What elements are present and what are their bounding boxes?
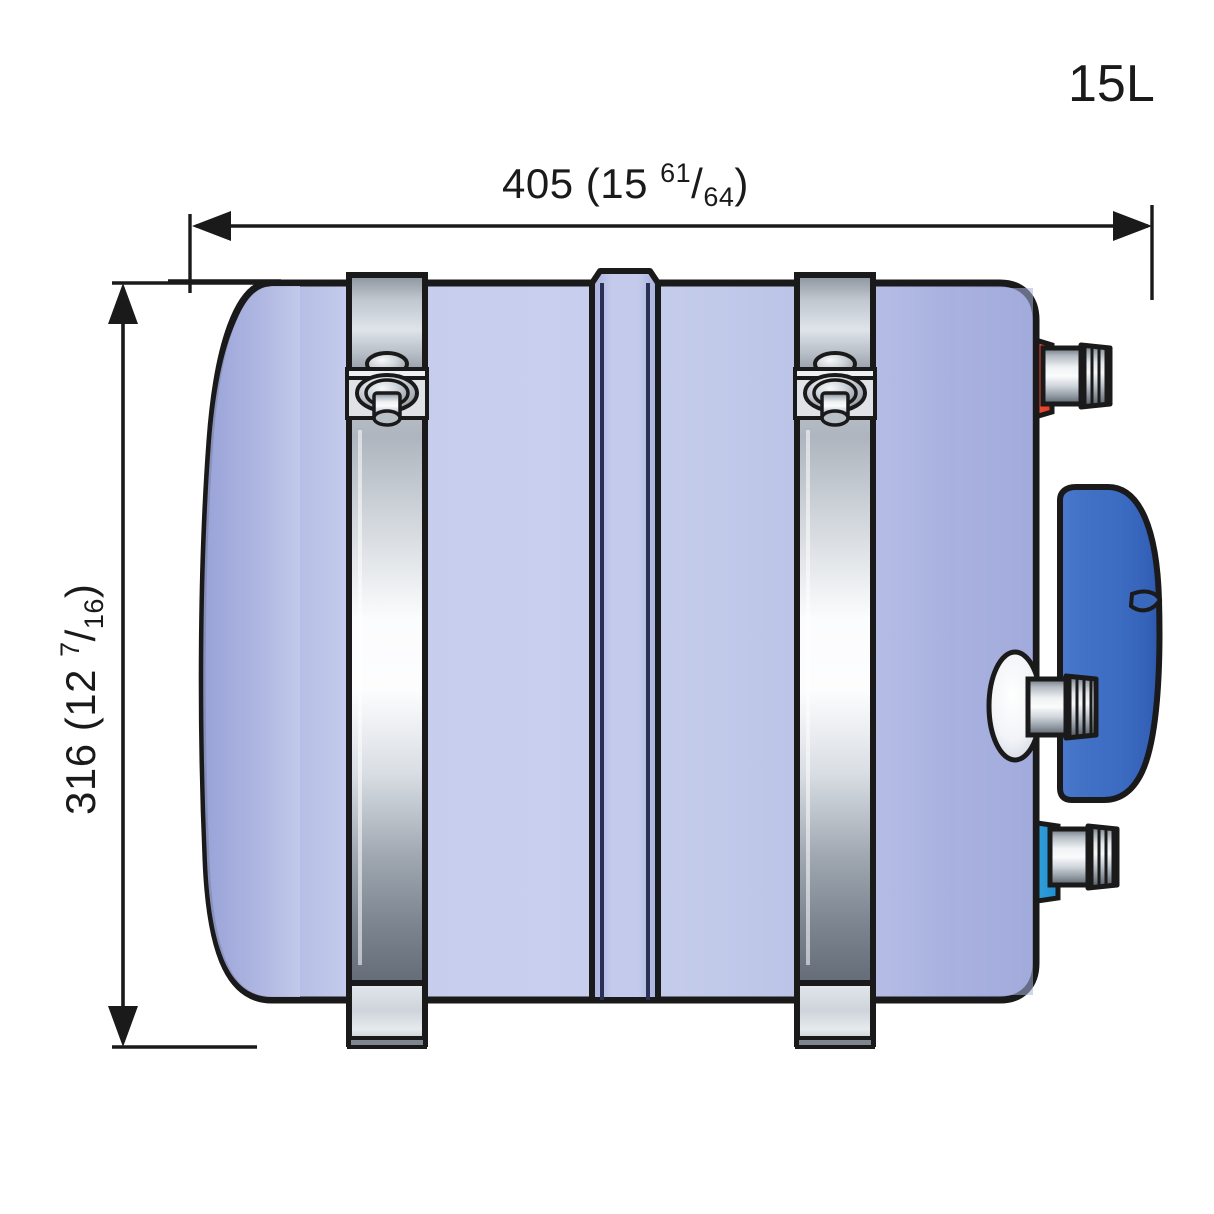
tank-left-shading	[203, 286, 300, 997]
bracket-right-bolt-end	[820, 409, 850, 427]
width-suffix: )	[734, 160, 749, 207]
dimension-annotations: 405 (15 61/64) 316 (12 7/16)	[55, 158, 1154, 1049]
capacity-label: 15L	[1068, 55, 1155, 113]
width-arrow-left	[192, 211, 231, 241]
hot-outlet-thread-lines	[1083, 347, 1108, 406]
bracket-left-foot	[346, 974, 428, 1047]
width-arrow-right	[1113, 211, 1152, 241]
hot-outlet-nipple-shank	[1040, 345, 1086, 407]
bracket-right-foot	[794, 974, 876, 1047]
mid-port-thread-lines	[1068, 678, 1093, 737]
fitting-hot-outlet	[1040, 342, 1113, 410]
height-arrow-bottom	[108, 1006, 138, 1047]
bracket-left-bolt-end	[372, 409, 402, 427]
cold-inlet-nipple-shank	[1047, 826, 1093, 888]
width-frac-numerator: 61	[660, 158, 691, 188]
height-frac-slash: /	[57, 629, 104, 641]
bracket-left-foot-base	[347, 1036, 427, 1049]
height-frac-denominator: 16	[79, 598, 109, 629]
height-suffix: )	[57, 584, 104, 599]
width-prefix: 405 (15	[502, 160, 660, 207]
end-cap	[1057, 484, 1163, 803]
height-prefix: 316 (12	[57, 657, 104, 815]
bracket-right-foot-base	[795, 1036, 875, 1049]
tank-right-shading	[955, 288, 1033, 995]
cold-inlet-thread-lines	[1090, 828, 1115, 887]
water-heater-assembly	[198, 268, 1163, 1049]
fitting-cold-inlet	[1047, 823, 1120, 891]
mid-port-nipple-shank	[1025, 676, 1071, 738]
height-frac-numerator: 7	[55, 641, 85, 657]
width-frac-denominator: 64	[703, 182, 734, 212]
width-frac-slash: /	[691, 160, 703, 207]
mounting-bracket-right	[793, 272, 877, 1049]
fitting-mid-port	[986, 649, 1099, 763]
width-dimension-label: 405 (15 61/64)	[502, 158, 749, 212]
mid-port-nipple-thread	[1063, 673, 1099, 741]
center-seam-band	[589, 268, 661, 1003]
end-cap-notch	[1128, 589, 1163, 613]
mounting-bracket-left	[345, 272, 429, 1049]
height-dimension-label: 316 (12 7/16)	[55, 584, 109, 815]
height-arrow-top	[108, 283, 138, 324]
seam-band-body	[589, 268, 661, 1003]
